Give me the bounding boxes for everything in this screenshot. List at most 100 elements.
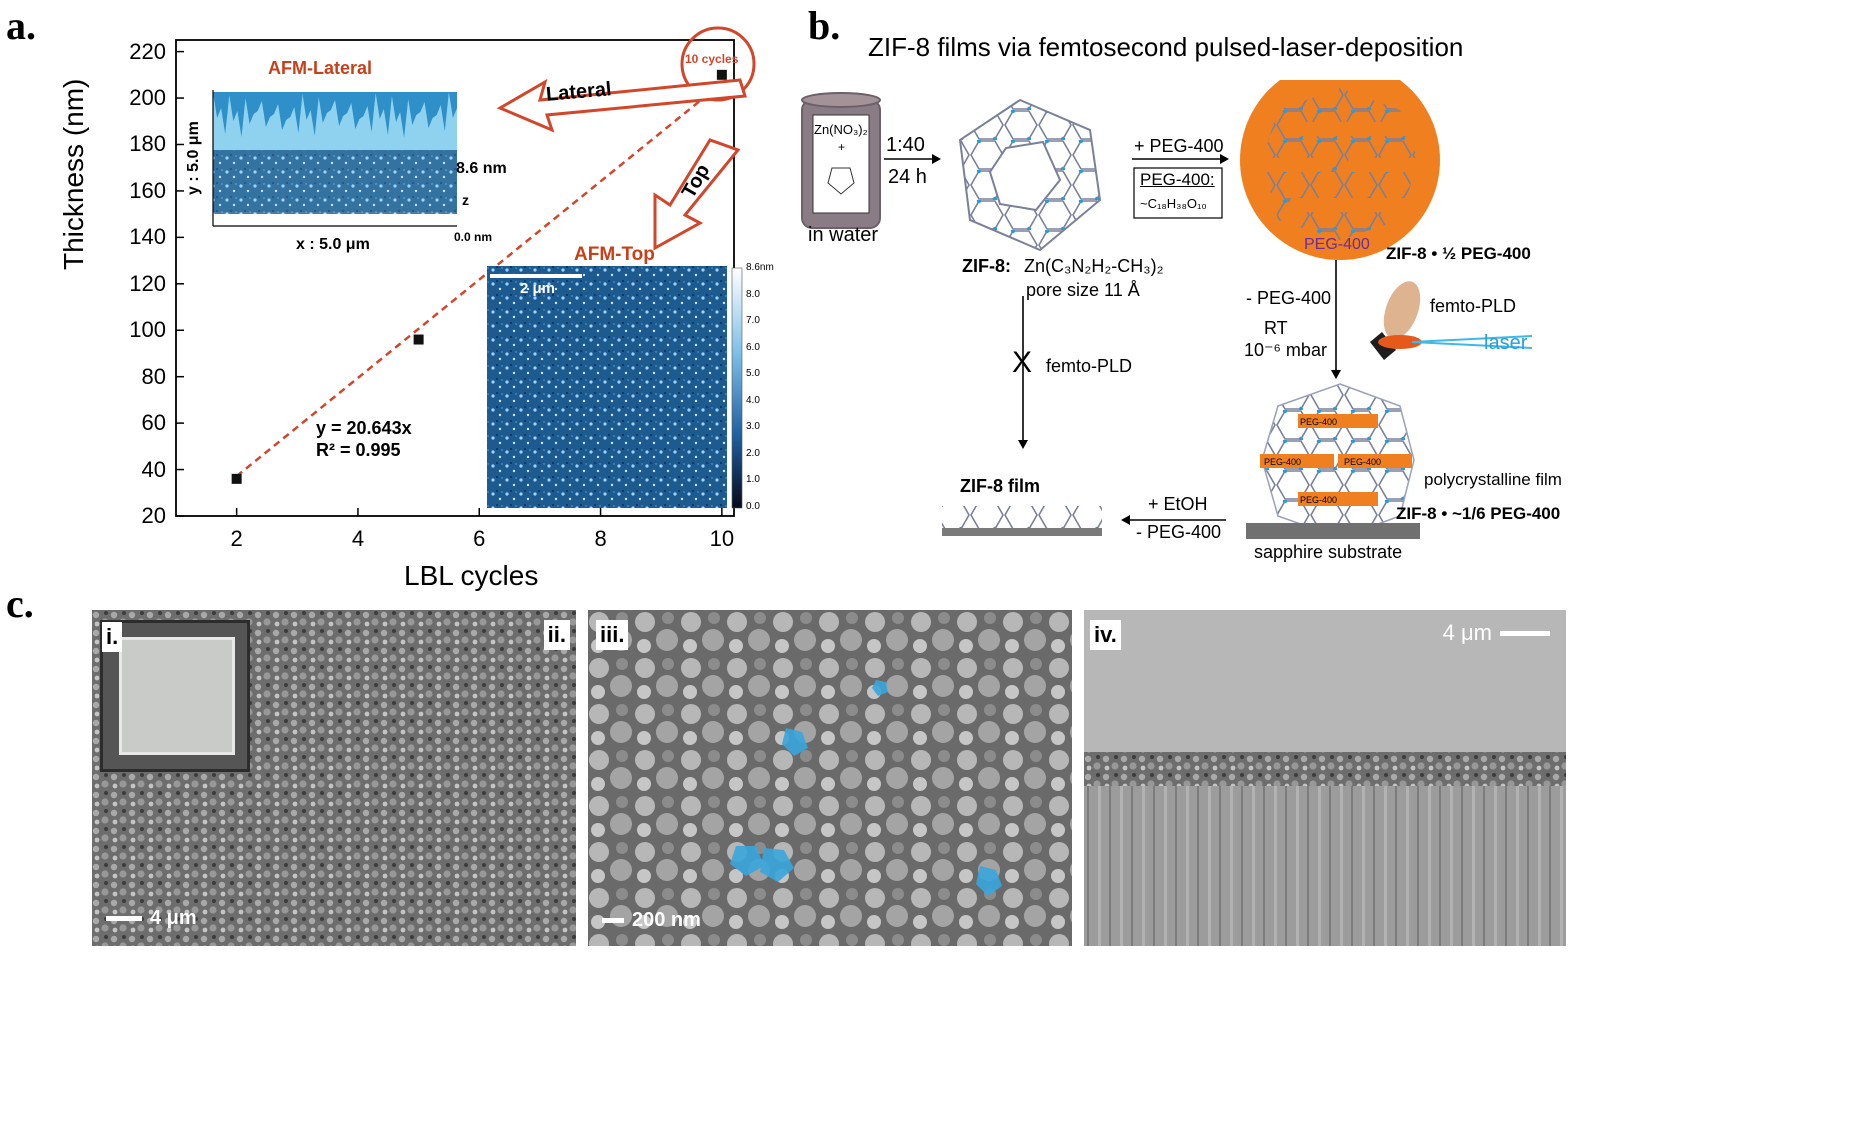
scalebar-iv: 4 μm <box>1443 620 1550 646</box>
y-tick-label: 140 <box>129 224 166 250</box>
axis-ticks <box>176 50 723 517</box>
afm-top-scale-label: 2 μm <box>520 280 556 297</box>
afm-top-title: AFM-Top <box>574 244 655 265</box>
x-tick-label: 2 <box>230 526 243 551</box>
beaker-icon <box>801 92 881 229</box>
colorbar-tick-label: 7.0 <box>746 315 760 326</box>
scalebar-iii: 200 nm <box>602 909 701 932</box>
y-tick-label: 200 <box>129 85 166 111</box>
zif8-peg-composite-icon <box>1240 80 1440 260</box>
zif8-formula: Zn(C₃N₂H₂-CH₃)₂ <box>1024 256 1164 276</box>
sem-image-iv: iv. 4 μm <box>1084 610 1566 946</box>
sem-tag-iv: iv. <box>1090 620 1121 650</box>
fit-equation: y = 20.643x <box>316 418 412 438</box>
colorbar-tick-label: 5.0 <box>746 368 760 379</box>
data-point <box>716 69 727 80</box>
peg-bar-label-2: PEG-400 <box>1264 457 1302 467</box>
pressure-label: 10⁻⁶ mbar <box>1244 340 1327 360</box>
colorbar-tick-label: 2.0 <box>746 447 760 459</box>
y-tick-label: 100 <box>129 317 166 343</box>
y-tick-label: 120 <box>129 270 166 296</box>
laser-label: laser <box>1484 332 1528 354</box>
peg-formula-box <box>1133 167 1223 219</box>
afm-lateral-zbottom: 0.0 nm <box>454 230 493 244</box>
y-tick-label: 60 <box>141 410 166 436</box>
sem-tag-i: i. <box>102 622 123 652</box>
lateral-arrow <box>496 78 747 133</box>
zif8-sixth-peg-label: ZIF-8 • ~1/6 PEG-400 <box>1396 504 1561 523</box>
colorbar-tick-label: 8.0 <box>746 288 760 300</box>
peg-box-title: PEG-400: <box>1140 170 1215 189</box>
beaker-formula: Zn(NO₃)₂ <box>814 122 868 137</box>
zif8-film-icon <box>942 506 1102 528</box>
sem-image-iii: iii. 200 nm <box>588 610 1072 946</box>
sem-tag-ii: ii. <box>543 620 570 650</box>
y-tick-label: 220 <box>129 38 166 64</box>
scalebar-ii: 4 μm <box>106 907 197 930</box>
beaker-plus: + <box>838 140 846 154</box>
x-tick-label: 4 <box>351 526 365 551</box>
ratio-label: 1:40 <box>886 134 925 156</box>
afm-lateral-z: z <box>462 192 469 208</box>
colorbar-tick-label: 3.0 <box>746 421 760 432</box>
x-axis-label: LBL cycles <box>404 560 539 591</box>
plus-peg-label: + PEG-400 <box>1134 136 1224 156</box>
afm-lateral-ztop: 8.6 nm <box>456 160 507 177</box>
x-tick-label: 10 <box>709 526 735 551</box>
panel-label-a: a. <box>6 3 36 48</box>
colorbar-tick-label: 8.6nm <box>746 262 774 273</box>
sem-image-ii: i. ii. 4 μm <box>92 610 576 946</box>
afm-lateral-x-label: x : 5.0 μm <box>296 236 370 253</box>
colorbar-tick-label: 6.0 <box>746 341 760 353</box>
colorbar-tick-label: 0.0 <box>746 500 760 512</box>
zif8-sixth-peg-icon <box>1246 383 1420 539</box>
laser-icon <box>1370 281 1533 360</box>
zif8-label: ZIF-8: <box>962 256 1011 276</box>
in-water-label: in water <box>808 224 879 246</box>
ten-cycles-label: 10 cycles <box>685 52 739 66</box>
data-point <box>413 334 424 345</box>
data-point <box>231 473 242 484</box>
afm-lateral-y-label: y : 5.0 μm <box>185 121 202 195</box>
thickness-chart <box>175 26 756 517</box>
y-tick-label: 20 <box>141 503 166 528</box>
sample-photo-inset <box>100 620 250 772</box>
fit-r2: R² = 0.995 <box>316 440 401 460</box>
sem-tag-iii: iii. <box>596 620 629 650</box>
minus-peg-bottom-label: - PEG-400 <box>1136 522 1222 542</box>
panel-label-c: c. <box>6 581 34 626</box>
data-points <box>231 69 727 484</box>
peg-bar-label-3: PEG-400 <box>1344 457 1382 467</box>
zif8-framework-icon <box>958 98 1102 252</box>
panel-label-b: b. <box>808 3 841 48</box>
peg-bar-label-1: PEG-400 <box>1300 417 1338 427</box>
y-tick-label: 80 <box>141 363 166 389</box>
linear-fit-line <box>235 82 723 478</box>
minus-peg-label: - PEG-400 <box>1246 288 1332 308</box>
etoh-label: + EtOH <box>1148 494 1208 514</box>
pore-size-label: pore size 11 Å <box>1026 280 1140 300</box>
y-tick-label: 40 <box>141 456 166 482</box>
y-tick-label: 160 <box>129 177 166 203</box>
afm-colorbar <box>731 267 743 509</box>
x-tick-label: 6 <box>473 526 486 551</box>
femto-pld-left-label: femto-PLD <box>1046 356 1133 376</box>
colorbar-tick-label: 1.0 <box>746 474 760 485</box>
peg-box-formula: ~C₁₈H₃₈O₁₀ <box>1140 196 1207 211</box>
scheme-graphics <box>801 80 1533 539</box>
peg-bar-label-4: PEG-400 <box>1300 495 1338 505</box>
y-tick-label: 180 <box>129 131 166 157</box>
top-arrow <box>653 138 741 251</box>
sapphire-label: sapphire substrate <box>1254 542 1403 562</box>
polycrystalline-label: polycrystalline film <box>1424 470 1562 489</box>
afm-lateral-title: AFM-Lateral <box>268 58 373 78</box>
peg-circle-label: PEG-400 <box>1304 236 1370 253</box>
femto-pld-right-label: femto-PLD <box>1430 296 1517 316</box>
sapphire-substrate <box>1246 523 1420 539</box>
afm-top-image <box>487 266 727 508</box>
zif8-film-label: ZIF-8 film <box>960 476 1040 496</box>
colorbar-tick-label: 4.0 <box>746 394 760 406</box>
cross-mark: X <box>1012 346 1033 379</box>
scheme-title: ZIF-8 films via femtosecond pulsed-laser… <box>868 32 1464 62</box>
highlighted-crystals <box>730 680 1002 896</box>
